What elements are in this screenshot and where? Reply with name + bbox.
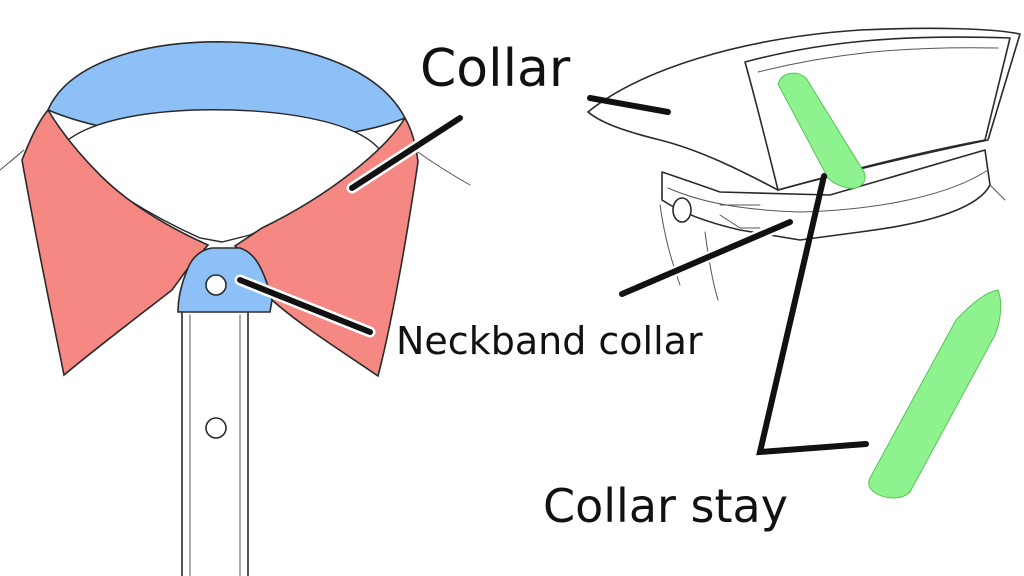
neckband-leader-line [237,277,373,335]
collar-right-wing [233,116,419,378]
collar-left-wing [21,108,210,377]
neckband-side-leader-line [619,219,793,297]
collar-stay-leader-line [756,173,869,456]
front-view-shirt [0,41,471,576]
collar-stay-standalone [868,289,1002,499]
neckband-collar-label: Neckband collar [396,319,703,363]
right-shoulder-line [414,149,471,186]
left-shoulder-line [0,149,25,171]
placket-button [205,417,227,439]
collar-leader-line [349,115,463,191]
placket-stitch [189,314,241,576]
side-collar-inner-panel [744,36,1011,191]
collar-label: Collar [420,39,571,99]
shirt-placket [181,311,249,576]
side-collar-outer [587,27,1021,191]
side-view-collar [587,27,1021,499]
side-shirt-body [659,184,1006,301]
collar-side-leader-line [587,95,671,115]
side-collar-inner-stitch [757,47,999,73]
side-collar-button [672,197,692,223]
collar-stay-inserted [777,72,866,189]
side-neckband-stitch [667,169,989,213]
side-neckband [661,149,991,241]
collar-button [205,274,227,296]
side-button-tab [719,204,761,229]
collar-stay-label: Collar stay [543,479,788,533]
